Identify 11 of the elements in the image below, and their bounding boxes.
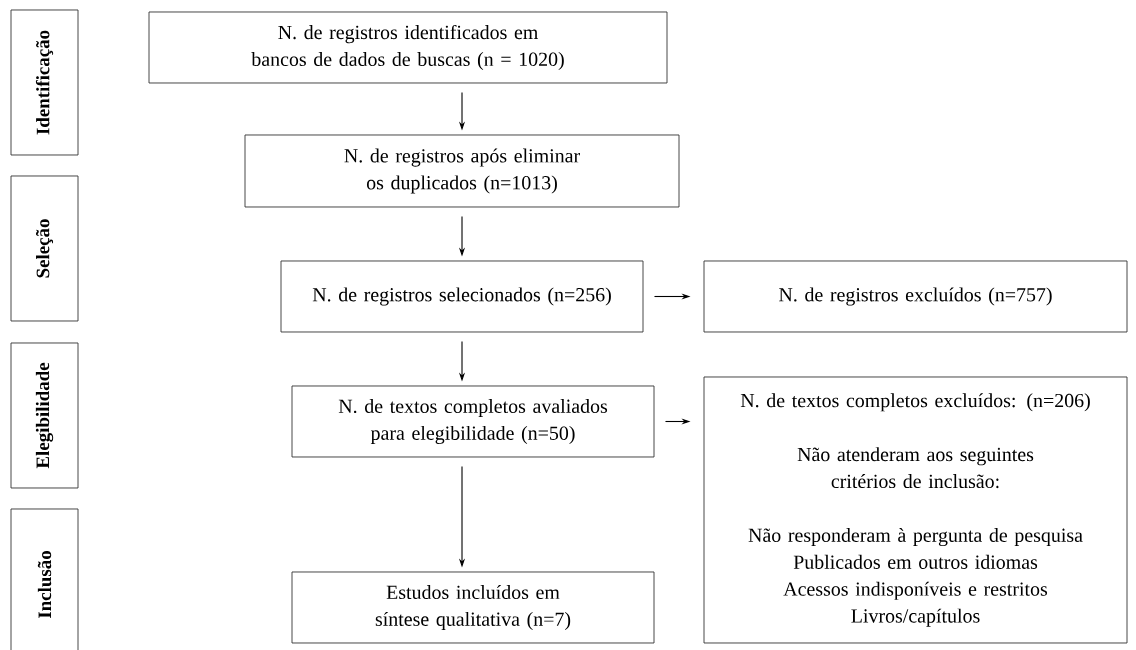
process-box: N. de registros identificados em bancos de dados de buscas (n = 1020)	[148, 11, 668, 84]
process-box: Estudos incluídos em síntese qualitativa (n=7)	[291, 571, 655, 644]
process-box: N. de textos completos avaliados para elegibilidade (n=50)	[291, 385, 655, 458]
stage-label: Seleção	[10, 175, 79, 322]
process-box: N. de registros excluídos (n=757)	[703, 260, 1128, 333]
stage-label: Identificação	[10, 9, 79, 156]
stage-label: Inclusão	[10, 508, 79, 650]
process-box: N. de textos completos excluídos: (n=206) Não atenderam aos seguintes critérios de inclusão: Não responderam à pergunta de pesquisa Publicados em outros idiomas Acessos indisponíveis e restritos Livros/capítulos	[703, 376, 1128, 644]
process-box: N. de registros selecionados (n=256)	[280, 260, 644, 333]
process-box: N. de registros após eliminar os duplicados (n=1013)	[244, 134, 680, 208]
stage-label: Elegibilidade	[10, 342, 79, 489]
